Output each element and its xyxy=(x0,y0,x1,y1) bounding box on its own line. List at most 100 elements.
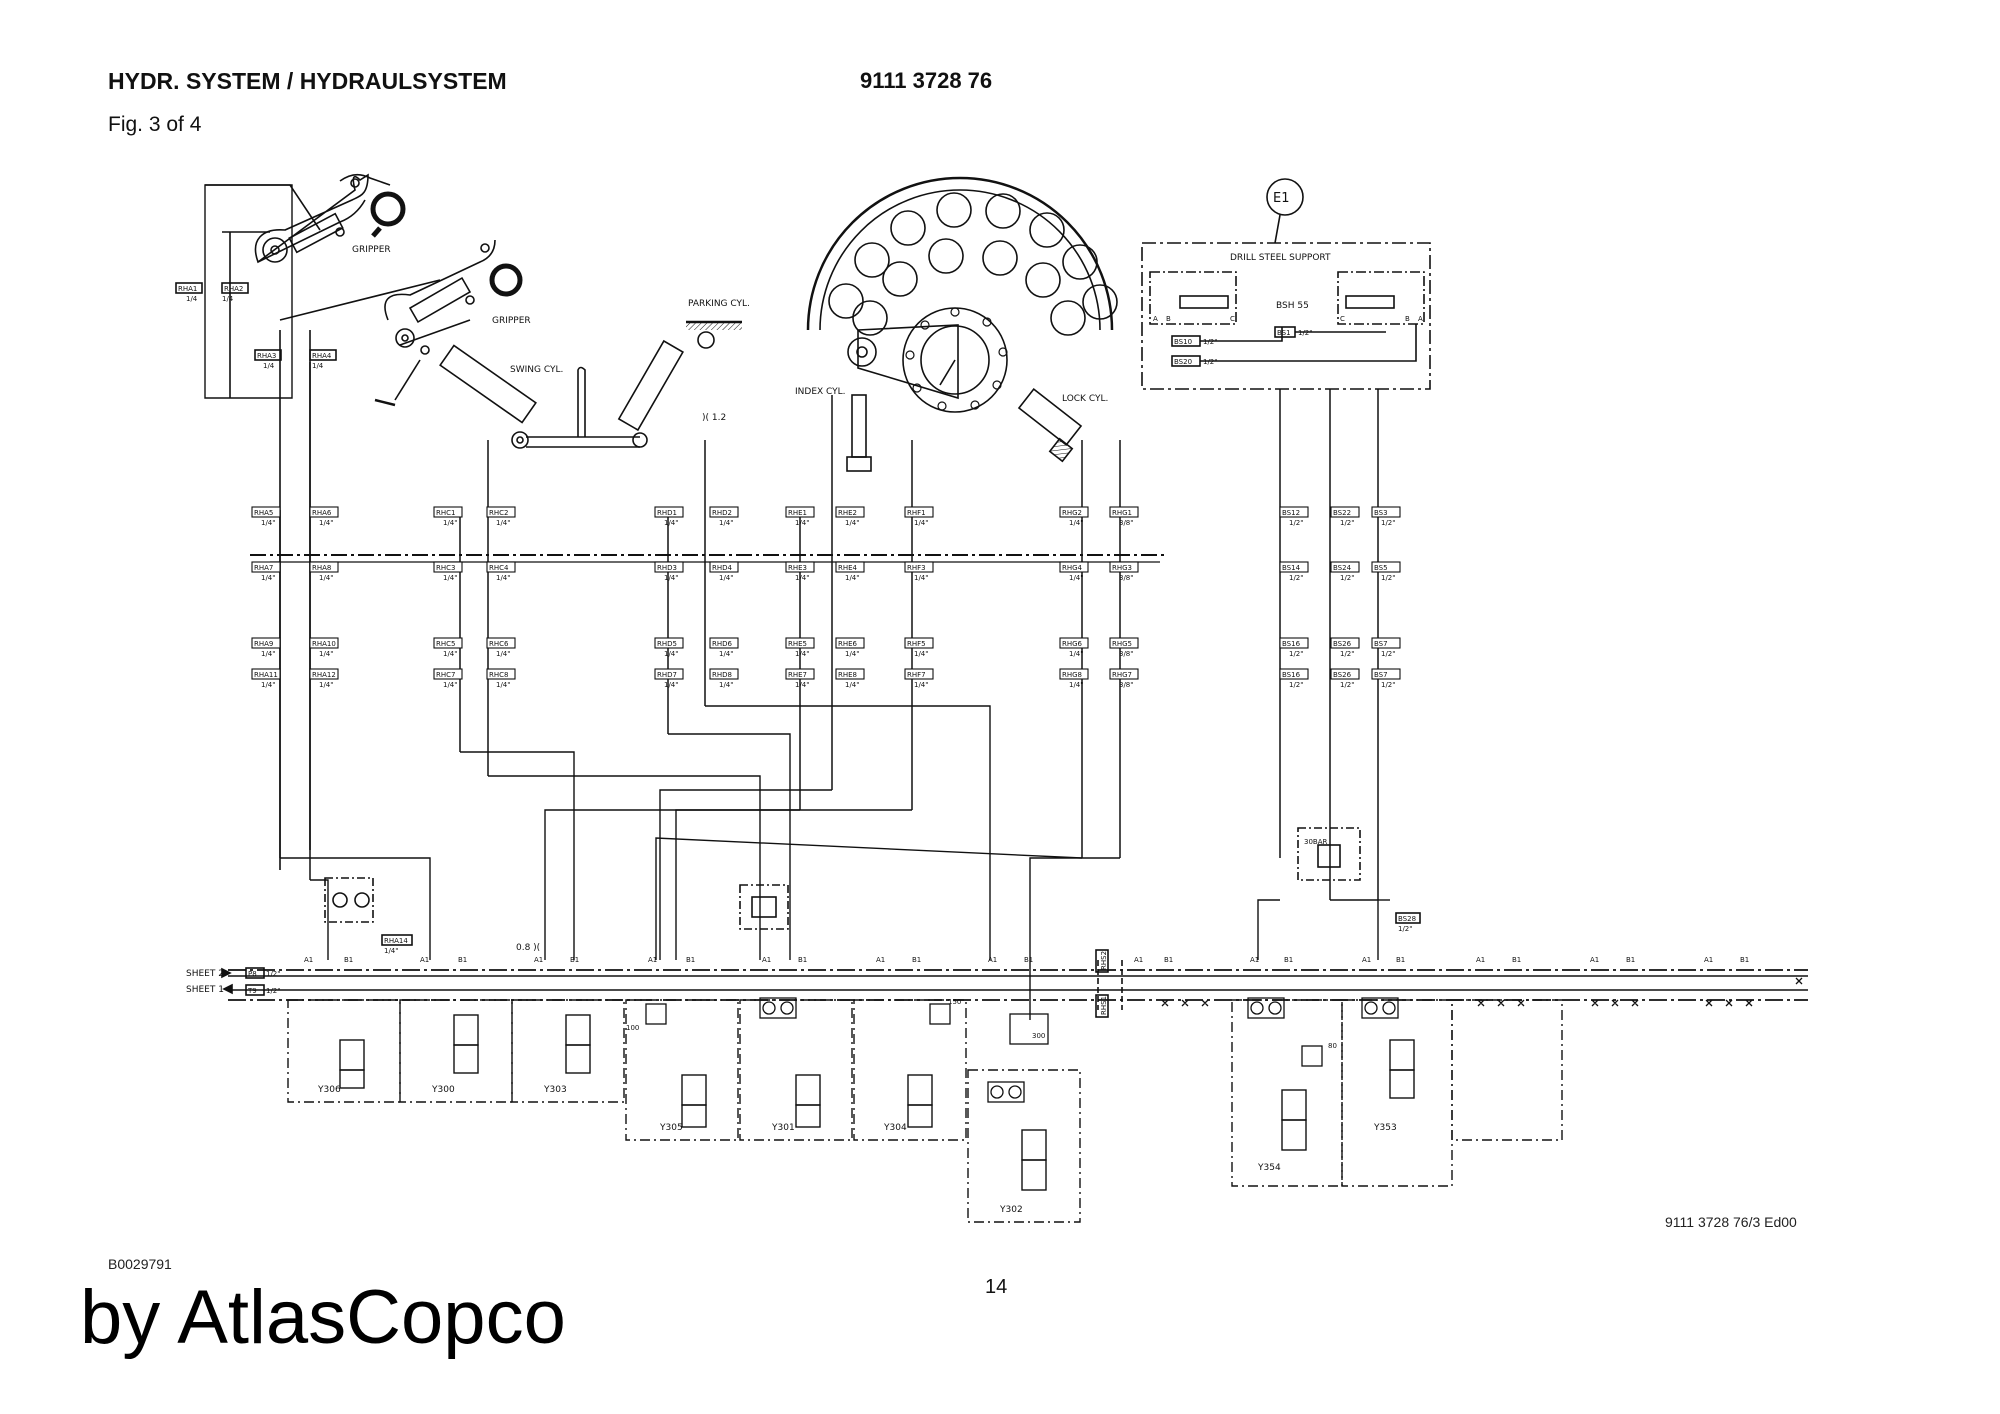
hose-tag-box xyxy=(1109,668,1139,680)
hose-tag-label: BS26 xyxy=(1333,640,1352,648)
hose-tag-box xyxy=(654,561,684,573)
hose-tag-label: RHF1 xyxy=(907,509,926,517)
hose-tag-size: 1/4" xyxy=(664,519,679,527)
hose-tag-label: BS5 xyxy=(1374,564,1388,572)
hose-tag-box xyxy=(1109,561,1139,573)
hose-tag-label: RHD5 xyxy=(657,640,677,648)
valve-label-y304: Y304 xyxy=(883,1123,907,1133)
hose-tag-box xyxy=(251,561,281,573)
b1-2: B1 xyxy=(458,956,467,964)
hose-tag-size: 1/2" xyxy=(1340,650,1355,658)
hose-tag-label: RHC6 xyxy=(489,640,509,648)
parking-cylinder: PARKING CYL. )( 1.2 xyxy=(617,299,750,448)
hose-tag-size: 3/8" xyxy=(1119,519,1134,527)
hose-tag-label: BS7 xyxy=(1374,640,1388,648)
hose-tag-label: RHG1 xyxy=(1112,509,1132,517)
hose-tag-size: 1/4" xyxy=(664,681,679,689)
hose-tag-size: 1/4" xyxy=(719,650,734,658)
hose-tag-size: 1/4" xyxy=(443,681,458,689)
a1-1: A1 xyxy=(304,956,313,964)
hose-tag-size: 1/4" xyxy=(1069,650,1084,658)
hose-tag-label: RHE8 xyxy=(838,671,857,679)
parking-cyl-label: PARKING CYL. xyxy=(688,299,750,309)
a1-10: A1 xyxy=(1362,956,1371,964)
hose-tag-box xyxy=(433,668,463,680)
hose-tag-label: RHE2 xyxy=(838,509,857,517)
valve-sections xyxy=(287,999,1563,1223)
b1-1: B1 xyxy=(344,956,353,964)
hose-tag-size: 1/2" xyxy=(1340,574,1355,582)
hose-tag-box xyxy=(486,668,516,680)
hose-tag-size: 1/4" xyxy=(719,681,734,689)
a1-9: A1 xyxy=(1250,956,1259,964)
hose-tag-box xyxy=(1279,561,1309,573)
hose-tag-size: 1/4" xyxy=(664,650,679,658)
hose-tag-box xyxy=(785,637,815,649)
hose-tag-label: RHG7 xyxy=(1112,671,1132,679)
hose-tag-box xyxy=(1059,561,1089,573)
b1-7: B1 xyxy=(1024,956,1033,964)
p8-label: P8 xyxy=(248,970,257,978)
hose-tag-size: 1/2" xyxy=(1289,650,1304,658)
valve-label-y353: Y353 xyxy=(1373,1123,1397,1133)
rha14-label: RHA14 xyxy=(384,937,408,945)
hose-tag-box xyxy=(1059,668,1089,680)
hose-tag-box xyxy=(309,637,339,649)
b1-6: B1 xyxy=(912,956,921,964)
hose-tag-size: 1/4" xyxy=(443,519,458,527)
lock-cyl-label: LOCK CYL. xyxy=(1062,394,1108,404)
hose-tag-size: 1/2" xyxy=(1289,681,1304,689)
hose-tag-box xyxy=(1330,506,1360,518)
hose-tag-box xyxy=(251,506,281,518)
hose-label-grid: RHA51/4"RHA61/4"RHC11/4"RHC21/4"RHD11/4"… xyxy=(251,506,1401,689)
hose-tag-label: RHD7 xyxy=(657,671,677,679)
hose-tag-size: 1/4" xyxy=(1069,681,1084,689)
hose-tag-label: RHG5 xyxy=(1112,640,1132,648)
rha1-label: RHA1 xyxy=(178,285,197,293)
hose-tag-box xyxy=(486,561,516,573)
hose-tag-box xyxy=(835,506,865,518)
hose-tag-size: 1/4" xyxy=(795,681,810,689)
valve-manifold xyxy=(228,960,1808,1010)
bs20-label: BS20 xyxy=(1174,358,1192,366)
manifold-boundary xyxy=(250,554,1165,563)
hose-tag-box xyxy=(654,668,684,680)
hose-tag-size: 1/4" xyxy=(261,650,276,658)
hose-tag-size: 1/2" xyxy=(1340,519,1355,527)
relief-valve-30bar: 30BAR xyxy=(1297,827,1361,881)
hose-tag-label: RHC7 xyxy=(436,671,455,679)
gripper-1-label: GRIPPER xyxy=(352,245,391,255)
valve-label-y301: Y301 xyxy=(771,1123,795,1133)
hose-tag-box xyxy=(1109,637,1139,649)
hose-tag-box xyxy=(433,506,463,518)
hose-tag-label: RHF3 xyxy=(907,564,926,572)
hose-tag-box xyxy=(251,668,281,680)
hose-tag-size: 1/4" xyxy=(1069,574,1084,582)
figure-caption: Fig. 3 of 4 xyxy=(108,113,202,136)
hose-tag-box xyxy=(835,561,865,573)
hose-tag-box xyxy=(433,561,463,573)
hose-tag-label: RHC2 xyxy=(489,509,508,517)
hose-tag-box xyxy=(1330,561,1360,573)
valve-label-y303: Y303 xyxy=(543,1085,567,1095)
hose-tag-size: 1/4" xyxy=(319,650,334,658)
a1-8: A1 xyxy=(1134,956,1143,964)
hose-tag-label: BS22 xyxy=(1333,509,1351,517)
hose-tag-size: 1/4" xyxy=(1069,519,1084,527)
shuttle-valve-box xyxy=(739,884,789,930)
gripper-2-label: GRIPPER xyxy=(492,316,531,326)
sheet2-label: SHEET 2 xyxy=(186,969,224,979)
hose-tag-box xyxy=(309,668,339,680)
a1-2: A1 xyxy=(420,956,429,964)
index-cyl-label: INDEX CYL. xyxy=(795,387,846,397)
rha1-size: 1/4 xyxy=(186,295,198,303)
port-c-left: C xyxy=(1230,315,1235,323)
rha4-label: RHA4 xyxy=(312,352,332,360)
hose-tag-box xyxy=(709,668,739,680)
rha2-size: 1/4 xyxy=(222,295,234,303)
index-cylinder: INDEX CYL. xyxy=(795,387,872,472)
hose-tag-label: RHF7 xyxy=(907,671,926,679)
relief-80-label: 80 xyxy=(1328,1042,1337,1050)
b1-11: B1 xyxy=(1512,956,1521,964)
hose-tag-box xyxy=(1059,506,1089,518)
